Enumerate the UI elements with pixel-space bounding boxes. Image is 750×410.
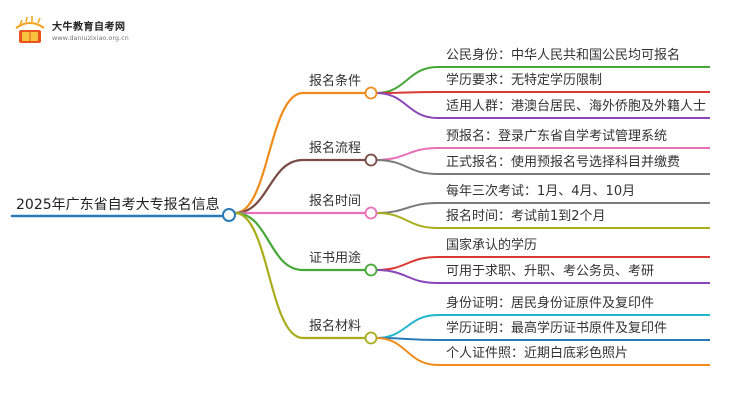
leaf-connector	[375, 91, 439, 94]
root-node-circle	[222, 208, 236, 222]
leaf-connector	[375, 202, 439, 214]
logo-site-name: 大牛教育自考网	[52, 22, 126, 33]
branch-connector	[234, 158, 304, 215]
root-topic-label: 2025年广东省自考大专报名信息	[16, 197, 220, 213]
leaf-connector	[375, 147, 439, 161]
leaf-label: 学历要求：无特定学历限制	[446, 73, 603, 88]
leaf-label: 可用于求职、升职、考公务员、考研	[446, 264, 655, 279]
branch-node-circle	[364, 263, 378, 277]
branch-node-circle	[364, 86, 378, 100]
leaf-connector	[375, 66, 439, 94]
branch-label: 报名条件	[309, 74, 362, 89]
leaf-label: 公民身份：中华人民共和国公民均可报名	[446, 48, 681, 63]
leaf-label: 身份证明：居民身份证原件及复印件	[446, 296, 655, 311]
branch-connector	[234, 211, 304, 272]
leaf-connector	[375, 269, 439, 284]
leaf-connector	[375, 212, 439, 229]
branch-label: 证书用途	[309, 251, 362, 266]
leaf-label: 每年三次考试：1月、4月、10月	[446, 184, 636, 199]
leaf-label: 国家承认的学历	[446, 238, 538, 253]
branch-label: 报名时间	[309, 194, 362, 209]
branch-connector	[234, 91, 304, 215]
leaf-connector	[375, 256, 439, 271]
leaf-label: 学历证明：最高学历证书原件及复印件	[446, 321, 668, 336]
leaf-label: 正式报名：使用预报名号选择科目并缴费	[446, 155, 681, 170]
leaf-label: 报名时间：考试前1到2个月	[446, 209, 606, 224]
leaf-connector	[375, 92, 439, 119]
leaf-label: 适用人群：港澳台居民、海外侨胞及外籍人士	[446, 99, 707, 114]
logo-site-url: www.daniuzixiao.org.cn	[52, 34, 129, 42]
branch-node-circle	[364, 331, 378, 345]
book-logo-icon	[15, 16, 45, 43]
branch-label: 报名流程	[309, 141, 362, 156]
branch-label: 报名材料	[309, 319, 362, 334]
branch-connector	[234, 211, 304, 340]
branch-node-circle	[364, 206, 378, 220]
leaf-label: 预报名：登录广东省自学考试管理系统	[446, 129, 668, 144]
site-logo: 大牛教育自考网 www.daniuzixiao.org.cn	[10, 14, 140, 48]
leaf-connector	[375, 314, 439, 339]
leaf-label: 个人证件照：近期白底彩色照片	[446, 346, 629, 361]
leaf-connector	[375, 159, 439, 175]
branch-node-circle	[364, 153, 378, 167]
leaf-connector	[375, 337, 439, 366]
